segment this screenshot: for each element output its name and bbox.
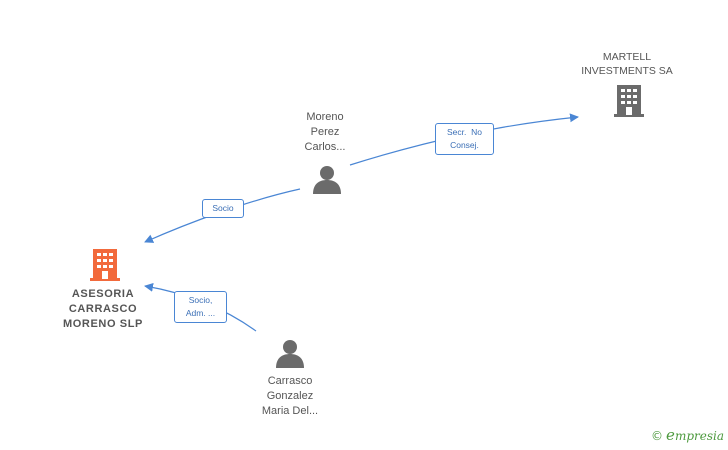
edge-label-line: Socio, [188, 295, 213, 305]
edge-label-secr-no-consej[interactable]: Secr. No Consej. [435, 123, 494, 155]
person-icon[interactable] [313, 166, 341, 194]
edge-label-line: Secr. No [447, 127, 482, 137]
edge-label-line: Consej. [450, 140, 479, 150]
empresia-logo[interactable]: ©empresia [651, 426, 724, 444]
edge-label-socio[interactable]: Socio [202, 199, 244, 218]
label-line: CARRASCO [68, 303, 138, 315]
label-line: Perez [310, 126, 340, 138]
copyright-symbol: © [651, 429, 664, 443]
person-icon[interactable] [276, 340, 304, 368]
brand-initial: e [666, 426, 675, 444]
edge-label-line: Adm. ... [185, 308, 216, 318]
label-line: Maria Del... [261, 405, 319, 417]
edge-label-line: Socio [212, 203, 234, 213]
building-icon[interactable] [614, 85, 644, 117]
label-line: MARTELL [602, 51, 652, 63]
company-label-asesoria[interactable]: ASESORIA CARRASCO MORENO SLP [48, 287, 158, 332]
label-line: Gonzalez [266, 390, 314, 402]
label-line: Moreno [306, 111, 344, 123]
edge-label-socio-adm[interactable]: Socio, Adm. ... [174, 291, 227, 323]
building-icon[interactable] [90, 249, 120, 281]
person-label-moreno[interactable]: Moreno Perez Carlos... [285, 110, 365, 155]
label-line: INVESTMENTS SA [581, 65, 673, 77]
label-line: Carlos... [304, 141, 346, 153]
company-label-martell[interactable]: MARTELL INVESTMENTS SA [567, 50, 687, 78]
label-line: MORENO SLP [63, 318, 143, 330]
person-label-carrasco[interactable]: Carrasco Gonzalez Maria Del... [245, 374, 335, 419]
label-line: Carrasco [267, 375, 313, 387]
brand-name: mpresia [674, 429, 724, 443]
label-line: ASESORIA [71, 288, 135, 300]
